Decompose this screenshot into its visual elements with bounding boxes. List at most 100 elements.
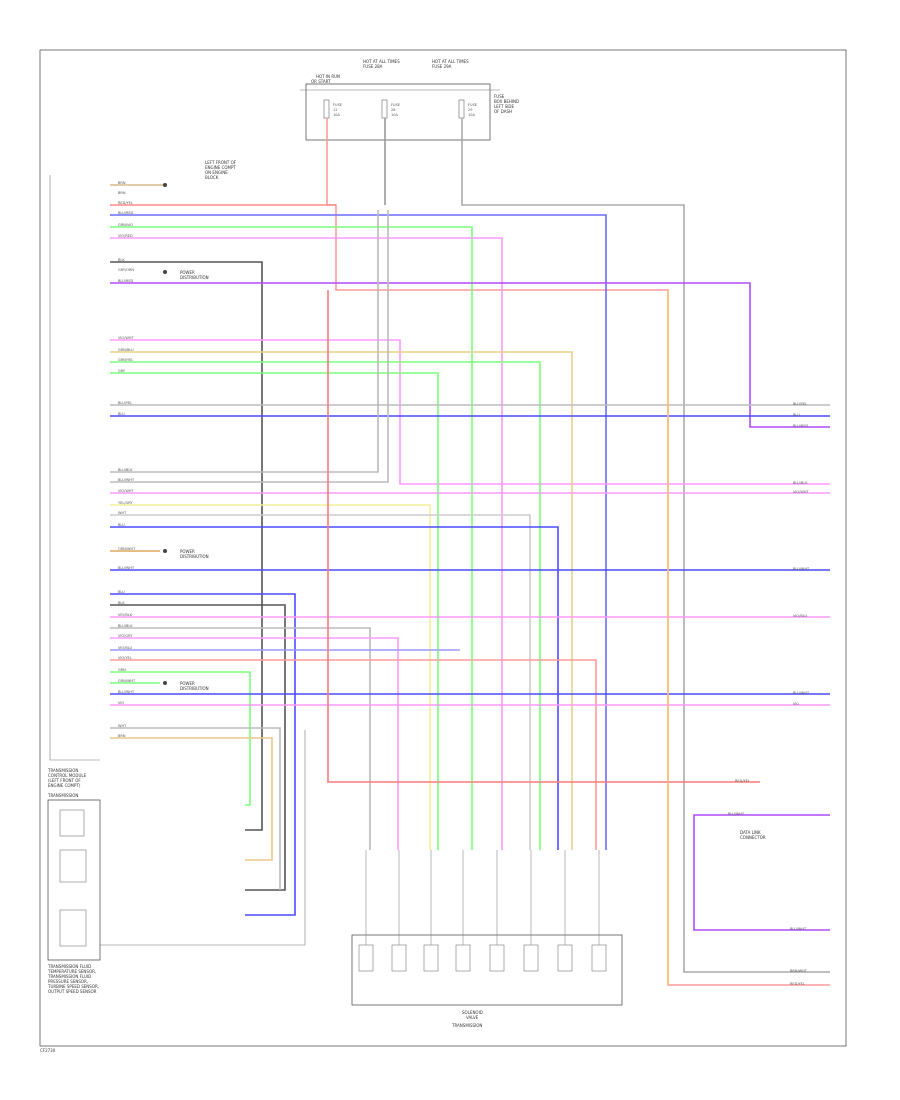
right-connector-4: VIO/BLU — [793, 614, 808, 618]
svg-text:POWER: POWER — [180, 270, 195, 275]
svg-text:SOLENOID: SOLENOID — [462, 1010, 483, 1015]
splice-dot-2 — [163, 270, 167, 274]
svg-text:10A: 10A — [333, 113, 340, 117]
solenoid-icon — [455, 944, 471, 972]
left-wire-label: BLU — [118, 590, 125, 594]
left-wire-label: WHT — [118, 511, 127, 515]
hot-run-label-2: OR START — [311, 79, 331, 84]
splice-dot-4 — [163, 681, 167, 685]
left-wire-labels: BRNBRNRED/YELBLU/REDGRN/VIOVIO/REDBLKGRY… — [118, 181, 136, 738]
svg-text:BLU/RED: BLU/RED — [793, 424, 809, 428]
wire-brn-2 — [110, 737, 273, 861]
svg-text:ENGINE COMPT: ENGINE COMPT — [205, 165, 236, 170]
svg-text:TURBINE SPEED SENSOR,: TURBINE SPEED SENSOR, — [47, 984, 99, 989]
wire-grn-blu — [110, 361, 541, 850]
bottom-sensor-labels: TRANSMISSION FLUID TEMPERATURE SENSOR, T… — [47, 964, 99, 994]
wire-blu-red-2 — [110, 282, 830, 428]
wire-blu-3 — [110, 593, 296, 916]
sensor-housing — [47, 799, 101, 961]
left-wire-label: RED/YEL — [118, 201, 133, 205]
svg-text:VIO/BLU: VIO/BLU — [793, 614, 808, 618]
fuse-29: FUSE 29 10A — [458, 99, 477, 119]
hot-right-label-2: FUSE 29A — [432, 64, 452, 69]
right-lower-labels: BLU/WHT BLU/WHT BRN/WHT RED/YEL — [728, 812, 808, 986]
svg-text:ON ENGINE: ON ENGINE — [205, 170, 228, 175]
svg-text:10A: 10A — [391, 113, 398, 117]
splice-note-3: POWER DISTRIBUTION — [180, 681, 209, 691]
left-wire-label: BLU/WHT — [118, 690, 135, 694]
left-wire-label: VIO/WHT — [118, 336, 134, 340]
svg-text:OF DASH: OF DASH — [494, 109, 512, 114]
wire-blu-red — [110, 214, 607, 850]
svg-text:BLU/WHT: BLU/WHT — [728, 812, 745, 816]
wire-grn-vio — [110, 226, 473, 850]
svg-text:12: 12 — [333, 108, 337, 112]
left-wire-label: GRN — [118, 668, 126, 672]
svg-text:VIO/WHT: VIO/WHT — [793, 490, 809, 494]
left-wire-label: BRN — [118, 191, 126, 195]
left-wire-label: VIO/BLK — [118, 613, 133, 617]
svg-text:FUSE: FUSE — [468, 103, 477, 107]
svg-text:TRANSMISSION: TRANSMISSION — [47, 768, 78, 773]
hot-right-label-1: HOT AT ALL TIMES — [432, 59, 469, 64]
left-wire-label: BLU/RED — [118, 211, 134, 215]
svg-text:BRN/WHT: BRN/WHT — [790, 969, 808, 973]
fuse-box-note: FUSE BOX BEHIND LEFT SIDE OF DASH — [494, 94, 519, 114]
solenoid-icon — [557, 944, 573, 972]
svg-text:CONNECTOR: CONNECTOR — [740, 835, 766, 840]
left-wire-label: VIO/RED — [118, 234, 133, 238]
left-wire-label: GRY/ORN — [118, 268, 134, 272]
right-connector-2: BLU/BLK VIO/WHT — [793, 481, 809, 494]
left-wire-label: BLU/WHT — [118, 566, 135, 570]
wire-vio-wht — [110, 339, 830, 485]
svg-text:BOX BEHIND: BOX BEHIND — [494, 99, 519, 104]
splice-note-2: POWER DISTRIBUTION — [180, 549, 209, 559]
svg-text:TRANSMISSION FLUID: TRANSMISSION FLUID — [47, 964, 91, 969]
left-wire-label: GRN/WHT — [118, 679, 136, 683]
svg-text:28: 28 — [391, 108, 395, 112]
left-wire-label: BLK — [118, 601, 125, 605]
fuse-28: FUSE 28 10A — [381, 99, 400, 119]
wire-vio-gry — [110, 637, 399, 850]
left-wire-label: BLU/BLK — [118, 624, 133, 628]
svg-text:DISTRIBUTION: DISTRIBUTION — [180, 686, 209, 691]
wire-vio-red — [110, 237, 503, 850]
wire-sensor-ground — [100, 730, 306, 946]
wire-blk — [110, 261, 263, 831]
svg-text:VALVE: VALVE — [466, 1015, 479, 1020]
svg-text:ENGINE COMPT): ENGINE COMPT) — [48, 783, 81, 788]
right-connector-3: BLU/WHT — [793, 567, 810, 571]
svg-text:LEFT SIDE: LEFT SIDE — [494, 104, 515, 109]
left-wire-label: GRN/YEL — [118, 358, 133, 362]
svg-text:RED/YEL: RED/YEL — [790, 982, 805, 986]
svg-text:DISTRIBUTION: DISTRIBUTION — [180, 275, 209, 280]
wire-blu-blk-2 — [110, 627, 371, 850]
fuse-box — [305, 83, 491, 141]
solenoid-icon — [358, 944, 374, 972]
left-wire-label: ORN/WHT — [118, 547, 136, 551]
left-wire-label: VIO/WHT — [118, 489, 134, 493]
splice-dot-3 — [163, 549, 167, 553]
solenoid-icon — [423, 944, 439, 972]
wire-blk-2 — [110, 604, 286, 891]
solenoid-block-label: SOLENOID VALVE TRANSMISSION — [451, 1010, 483, 1028]
wire-ylw-tan — [110, 351, 573, 850]
solenoid-valve-block — [351, 934, 623, 1006]
left-wire-label: VIO/BLU — [118, 646, 133, 650]
right-connector-5: BLU/WHT VIO — [793, 691, 810, 706]
upper-location-note: LEFT FRONT OF ENGINE COMPT ON ENGINE BLO… — [205, 160, 237, 180]
left-wire-label: BLU/WHT — [118, 478, 135, 482]
svg-text:TRANSMISSION FLUID: TRANSMISSION FLUID — [47, 974, 91, 979]
left-wire-label: BLU — [118, 412, 125, 416]
left-wire-label: BLU/BLK — [118, 468, 133, 472]
wire-red-yel-main — [327, 290, 760, 783]
wire-wht-2 — [110, 727, 281, 890]
wire-red-yel-fuse12 — [326, 118, 830, 986]
left-wire-label: WHT — [118, 724, 127, 728]
svg-text:LEFT FRONT OF: LEFT FRONT OF — [205, 160, 237, 165]
svg-text:PRESSURE SENSOR,: PRESSURE SENSOR, — [48, 979, 88, 984]
wire-vio-yel — [110, 659, 597, 850]
splice-dot-1 — [163, 183, 167, 187]
tcm-label: TRANSMISSION CONTROL MODULE (LEFT FRONT … — [47, 768, 87, 788]
svg-text:OUTPUT SPEED SENSOR: OUTPUT SPEED SENSOR — [48, 989, 97, 994]
